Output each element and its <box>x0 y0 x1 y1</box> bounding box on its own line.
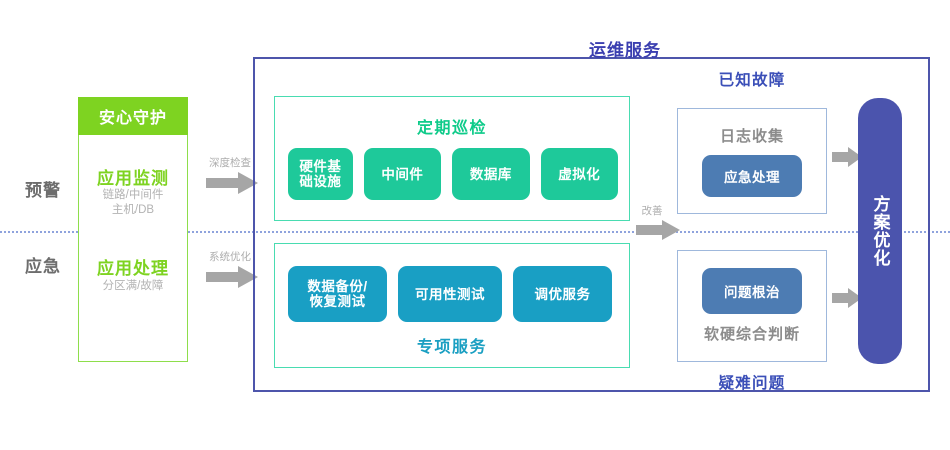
panel-title-special-services: 专项服务 <box>416 339 487 356</box>
stage-label-yujing: 预警 <box>25 181 61 200</box>
ops-service-frame <box>253 57 930 392</box>
arrow-hard-to-outcome-icon <box>832 288 862 308</box>
pill-backup-restore-test[interactable]: 数据备份/ 恢复测试 <box>288 266 387 322</box>
section-title-known-fault: 已知故障 <box>718 72 786 89</box>
button-root-cause-fix[interactable]: 问题根治 <box>702 268 802 314</box>
arrow-improve-icon <box>636 220 680 240</box>
left-item-title-handling: 应用处理 <box>97 259 169 278</box>
pill-hardware-infrastructure[interactable]: 硬件基 础设施 <box>288 148 353 200</box>
ops-service-title: 运维服务 <box>589 41 661 60</box>
outcome-bar-solution-optimization: 方案优化 <box>858 98 902 364</box>
left-item-subtitle-monitoring: 链路/中间件 主机/DB <box>102 189 164 216</box>
arrow-caption-deep-check: 深度检查 <box>209 157 251 169</box>
pill-row-inspection: 硬件基 础设施 中间件 数据库 虚拟化 <box>288 148 618 200</box>
pill-database[interactable]: 数据库 <box>452 148 530 200</box>
left-item-title-monitoring: 应用监测 <box>97 169 169 188</box>
stage-label-yingji: 应急 <box>25 257 61 276</box>
left-green-header: 安心守护 <box>78 97 188 135</box>
left-item-subtitle-handling: 分区满/故障 <box>102 280 164 292</box>
pill-virtualization[interactable]: 虚拟化 <box>540 148 618 200</box>
arrow-caption-system-optimize: 系统优化 <box>209 251 251 263</box>
pill-row-special: 数据备份/ 恢复测试 可用性测试 调优服务 <box>288 266 618 322</box>
arrow-system-optimize-icon <box>206 266 258 288</box>
card-hard-problem: 问题根治 软硬综合判断 <box>677 250 827 362</box>
outcome-bar-label: 方案优化 <box>870 195 890 267</box>
section-title-hard-problem: 疑难问题 <box>718 375 786 392</box>
card-known-fault: 日志收集 应急处理 <box>677 108 827 214</box>
pill-middleware[interactable]: 中间件 <box>363 148 442 200</box>
caption-soft-hard-judgement: 软硬综合判断 <box>703 326 800 343</box>
row-divider <box>0 231 950 233</box>
caption-log-collection: 日志收集 <box>719 128 784 145</box>
arrow-known-to-outcome-icon <box>832 147 862 167</box>
arrow-caption-improve: 改善 <box>641 205 663 217</box>
button-emergency-handling[interactable]: 应急处理 <box>702 155 802 197</box>
pill-tuning-service[interactable]: 调优服务 <box>513 266 612 322</box>
left-green-column <box>78 97 188 362</box>
pill-availability-test[interactable]: 可用性测试 <box>398 266 502 322</box>
arrow-deep-check-icon <box>206 172 258 194</box>
panel-title-periodic-inspection: 定期巡检 <box>416 120 487 137</box>
